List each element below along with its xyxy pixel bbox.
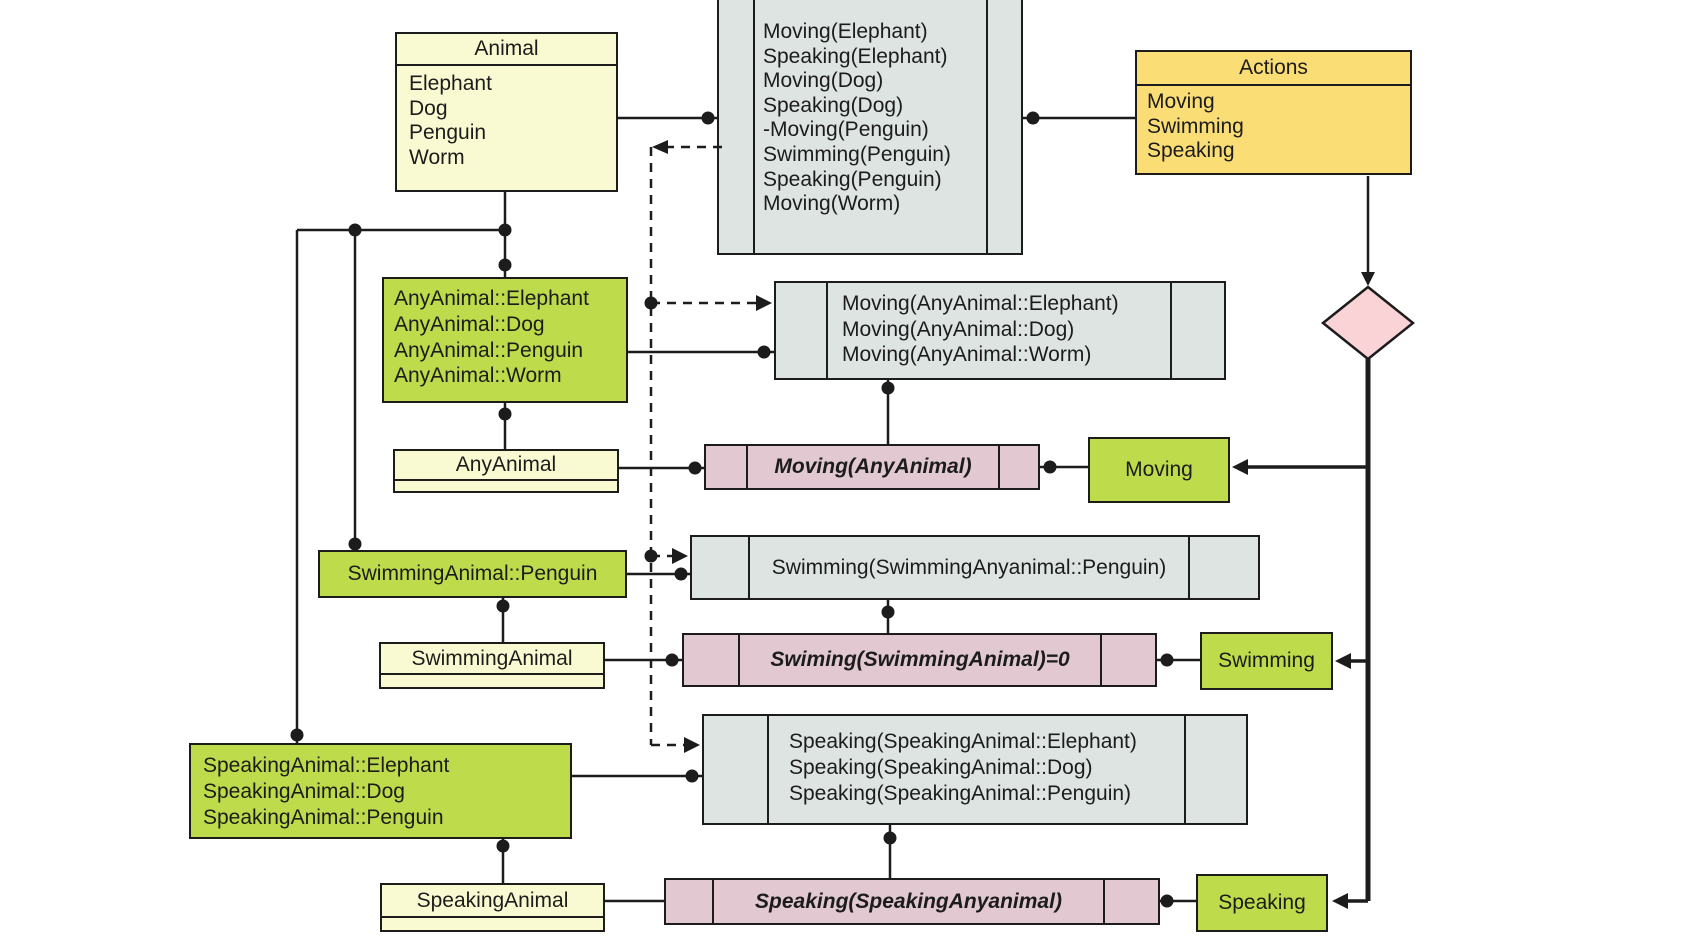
list-item: Moving(Elephant) [763,20,928,43]
speaking-instances-right-cell [1184,716,1246,823]
arrow-into-diamond [1361,272,1375,286]
list-item: AnyAnimal::Dog [394,312,545,336]
speaking-action-label: Speaking [1218,891,1306,914]
moving-rule-box[interactable]: Moving(AnyAnimal) [704,444,1040,490]
moving-instances-items: Moving(AnyAnimal::Elephant)Moving(AnyAni… [828,283,1170,378]
list-item: Speaking [1147,139,1235,162]
swimming-rule-right-cell [1100,635,1155,685]
list-item: Elephant [409,72,492,95]
swimming-penguin-object-label: SwimmingAnimal::Penguin [347,562,598,585]
list-item: SpeakingAnimal::Dog [203,780,405,803]
list-item: AnyAnimal::Worm [394,364,562,388]
dashed-arrow-speaking [684,737,700,753]
swimming-instances-box[interactable]: Swimming(SwimmingAnyanimal::Penguin) [690,535,1260,600]
dashed-arrow-moving [756,295,772,311]
any-animal-class-label: AnyAnimal [455,453,557,476]
swimming-rule-box[interactable]: Swiming(SwimmingAnimal)=0 [682,633,1157,687]
decision-diamond [1320,285,1416,361]
moving-action-box[interactable]: Moving [1088,437,1230,503]
list-item: Swimming [1147,114,1244,138]
speaking-instances-items: Speaking(SpeakingAnimal::Elephant)Speaki… [769,716,1184,823]
list-item: Speaking(SpeakingAnimal::Dog) [789,756,1093,779]
moving-instances-box[interactable]: Moving(AnyAnimal::Elephant)Moving(AnyAni… [774,281,1226,380]
speaking-instances-left-cell [704,716,769,823]
list-item: SpeakingAnimal::Penguin [203,806,444,829]
swimming-action-label: Swimming [1218,649,1315,672]
any-animal-class-box[interactable]: AnyAnimal [393,449,619,493]
speaking-rule-label: Speaking(SpeakingAnyanimal) [755,889,1062,913]
swimming-animal-class-label: SwimmingAnimal [411,647,573,670]
instances-right-cell [986,0,1021,253]
speaking-animal-class-box[interactable]: SpeakingAnimal [380,883,605,932]
moving-rule-label: Moving(AnyAnimal) [774,455,972,478]
dashed-arrow-left [652,140,668,154]
speaking-animal-empty-compartment [382,916,603,930]
list-item: Speaking(SpeakingAnimal::Elephant) [789,730,1137,753]
list-item: Moving(AnyAnimal::Worm) [842,343,1092,366]
list-item: Speaking(Penguin) [763,167,942,191]
speaking-rule-right-cell [1103,880,1158,923]
list-item: SpeakingAnimal::Elephant [203,754,450,777]
swimming-instances-right-cell [1188,537,1258,598]
list-item: Swimming(Penguin) [763,142,951,166]
list-item: AnyAnimal::Elephant [394,287,589,310]
list-item: Moving(AnyAnimal::Elephant) [842,292,1119,315]
speaking-rule-left-cell [666,880,714,923]
swimming-instances-left-cell [692,537,750,598]
swimming-animal-class-box[interactable]: SwimmingAnimal [379,642,605,689]
speaking-action-box[interactable]: Speaking [1196,874,1328,932]
list-item: Dog [409,96,448,120]
swimming-rule-label: Swiming(SwimmingAnimal)=0 [770,648,1070,671]
list-item: Speaking(Elephant) [763,44,948,68]
animal-class-title: Animal [397,34,616,66]
any-animal-empty-compartment [395,479,617,491]
moving-instances-right-cell [1170,283,1224,378]
moving-instances-left-cell [776,283,828,378]
arrow-into-swimming-action [1335,653,1351,669]
list-item: Speaking(SpeakingAnimal::Penguin) [789,782,1132,805]
swimming-animal-empty-compartment [381,673,603,687]
moving-rule-left-cell [706,446,748,488]
list-item: Moving(AnyAnimal::Dog) [842,317,1075,341]
actions-class-title: Actions [1137,52,1410,86]
list-item: Worm [409,145,465,169]
arrow-into-moving-action [1232,459,1248,475]
swimming-rule-left-cell [684,635,740,685]
speaking-animal-class-label: SpeakingAnimal [416,889,569,912]
animal-instances-items: Moving(Elephant)Speaking(Elephant)Moving… [755,0,986,253]
dashed-arrow-swimming [672,548,688,564]
arrow-into-speaking-action [1332,893,1348,909]
list-item: Speaking(Dog) [763,93,904,117]
speaking-rule-box[interactable]: Speaking(SpeakingAnyanimal) [664,878,1160,925]
swimming-penguin-object-box[interactable]: SwimmingAnimal::Penguin [318,550,627,598]
moving-rule-right-cell [998,446,1038,488]
swimming-instances-items: Swimming(SwimmingAnyanimal::Penguin) [750,537,1188,598]
instances-left-cell [719,0,755,253]
list-item: Moving [1147,90,1215,113]
list-item: -Moving(Penguin) [763,118,929,142]
list-item: Moving(Worm) [763,192,901,216]
list-item: Swimming(SwimmingAnyanimal::Penguin) [771,555,1167,579]
list-item: Moving(Dog) [763,69,884,93]
moving-action-label: Moving [1125,458,1193,481]
speaking-instances-box[interactable]: Speaking(SpeakingAnimal::Elephant)Speaki… [702,714,1248,825]
list-item: AnyAnimal::Penguin [394,338,584,362]
list-item: Penguin [409,121,487,144]
animal-instances-box[interactable]: Moving(Elephant)Speaking(Elephant)Moving… [717,0,1023,255]
swimming-action-box[interactable]: Swimming [1200,632,1333,690]
